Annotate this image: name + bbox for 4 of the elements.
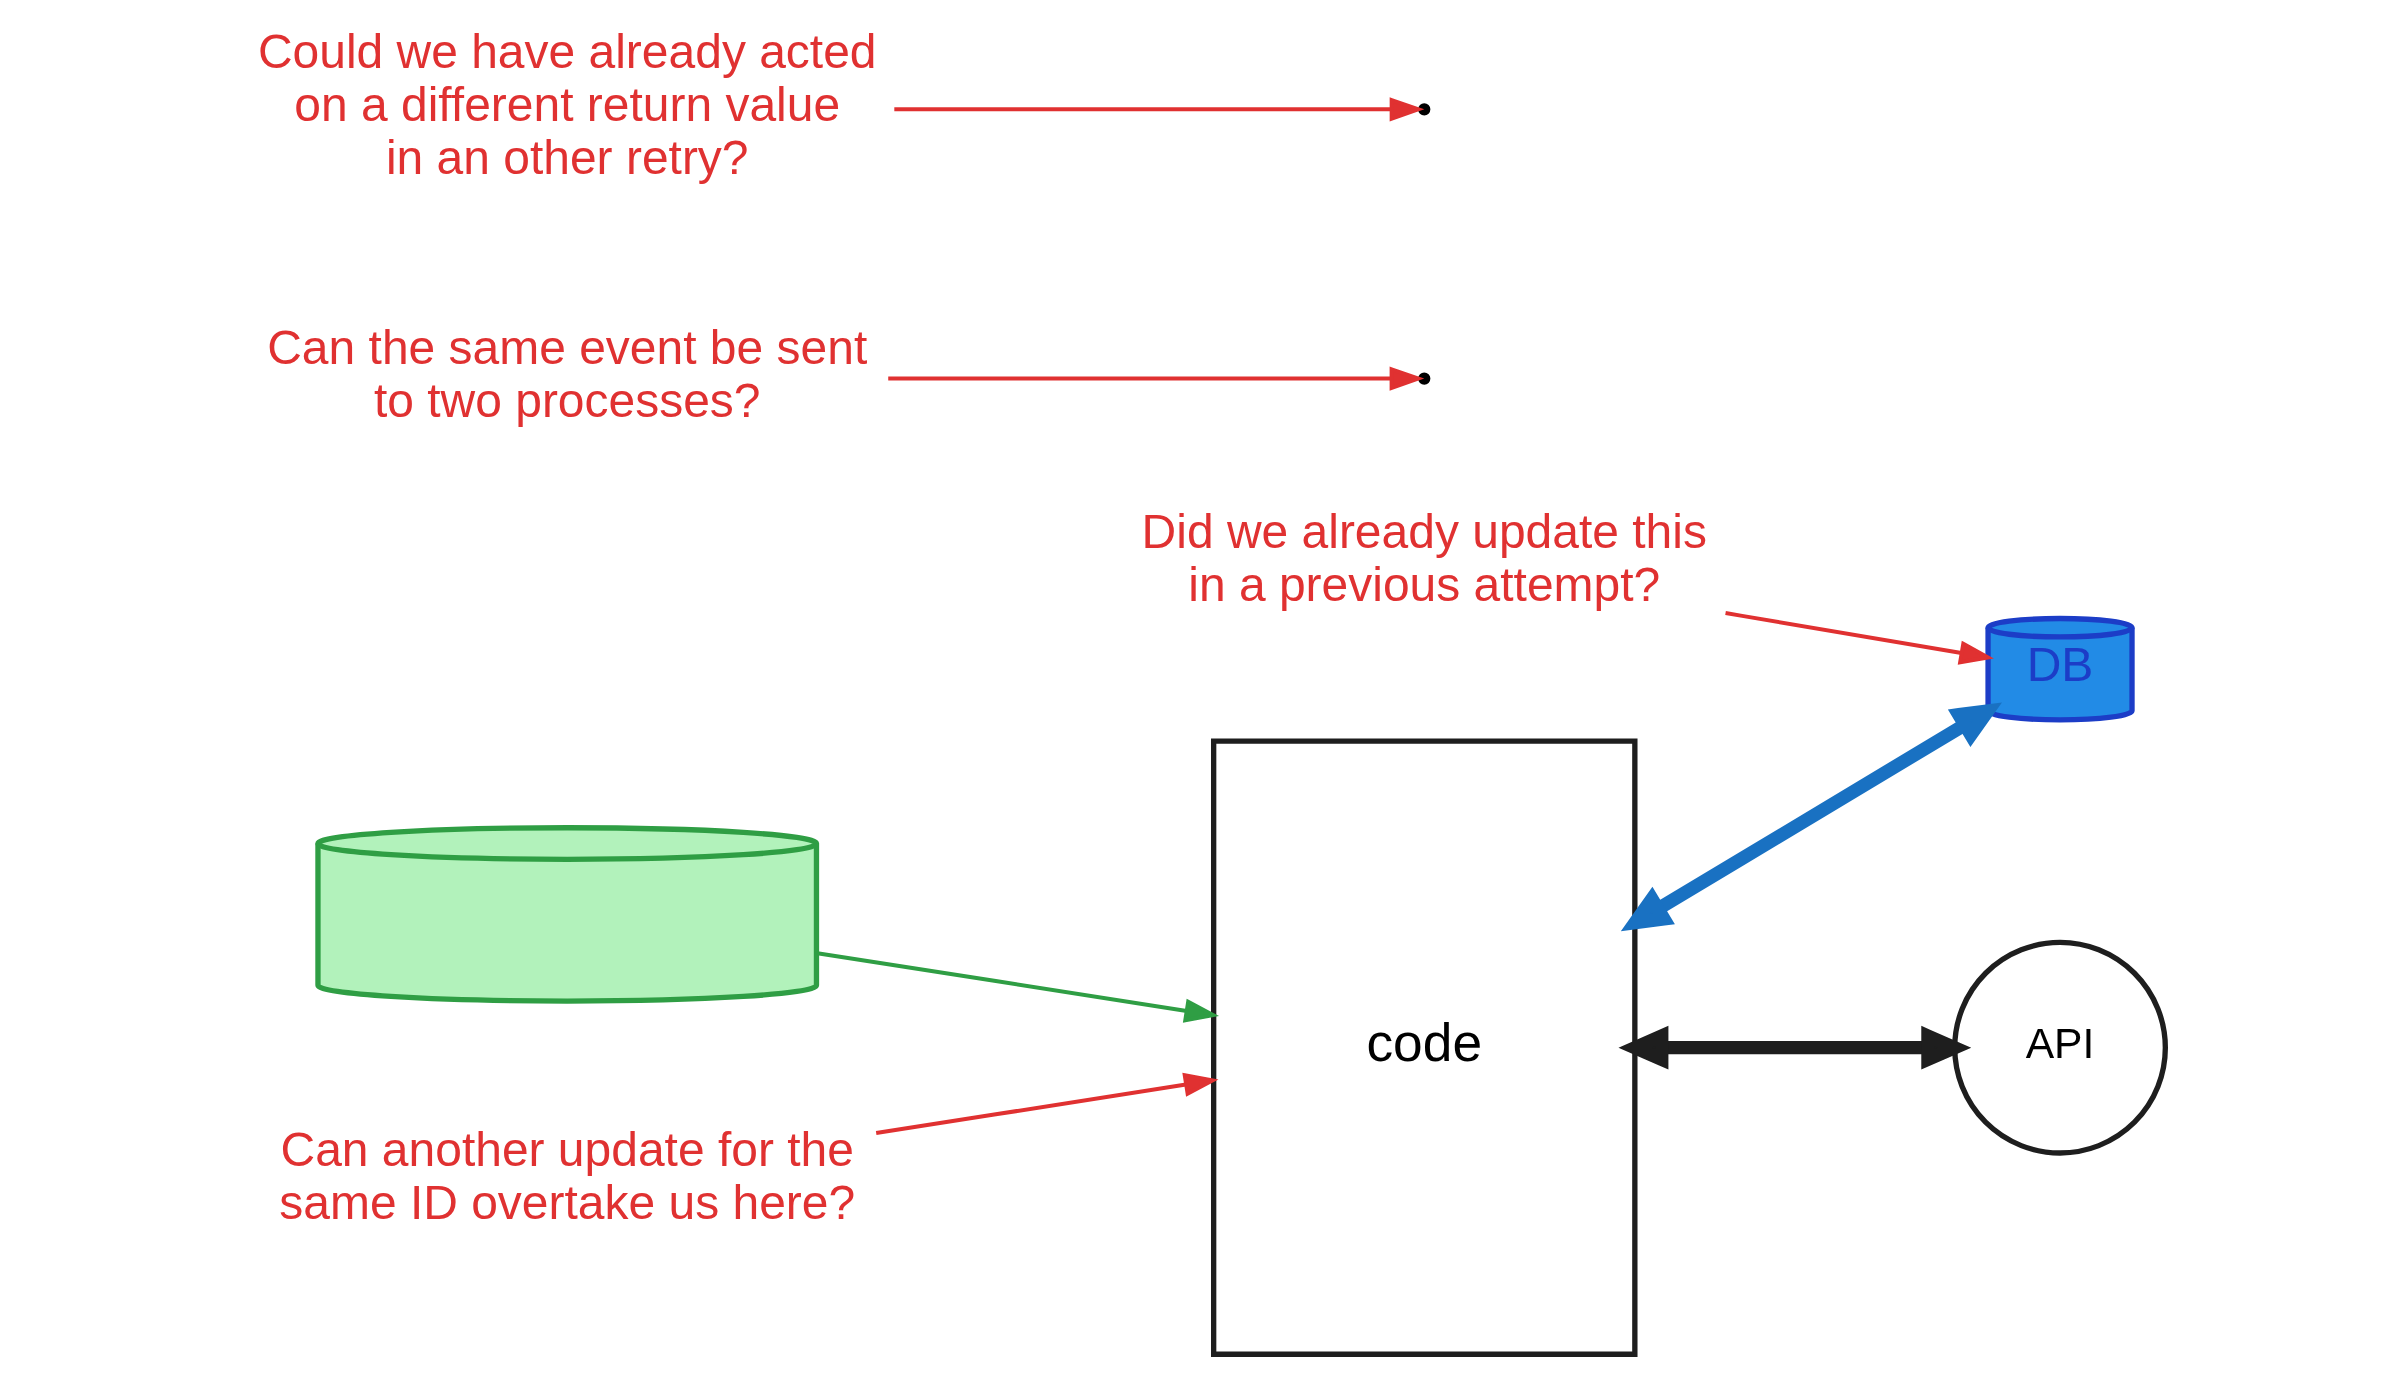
node-text: Could we have already acted on a different return value in an other retry?	[257, 24, 877, 185]
node-text: Can the same event be sent to two processes?	[267, 320, 868, 427]
node-text: Can another update for the same ID overtake us here?	[279, 1123, 856, 1230]
node-text: Did we already update this in a previous attempt?	[1141, 504, 1707, 611]
